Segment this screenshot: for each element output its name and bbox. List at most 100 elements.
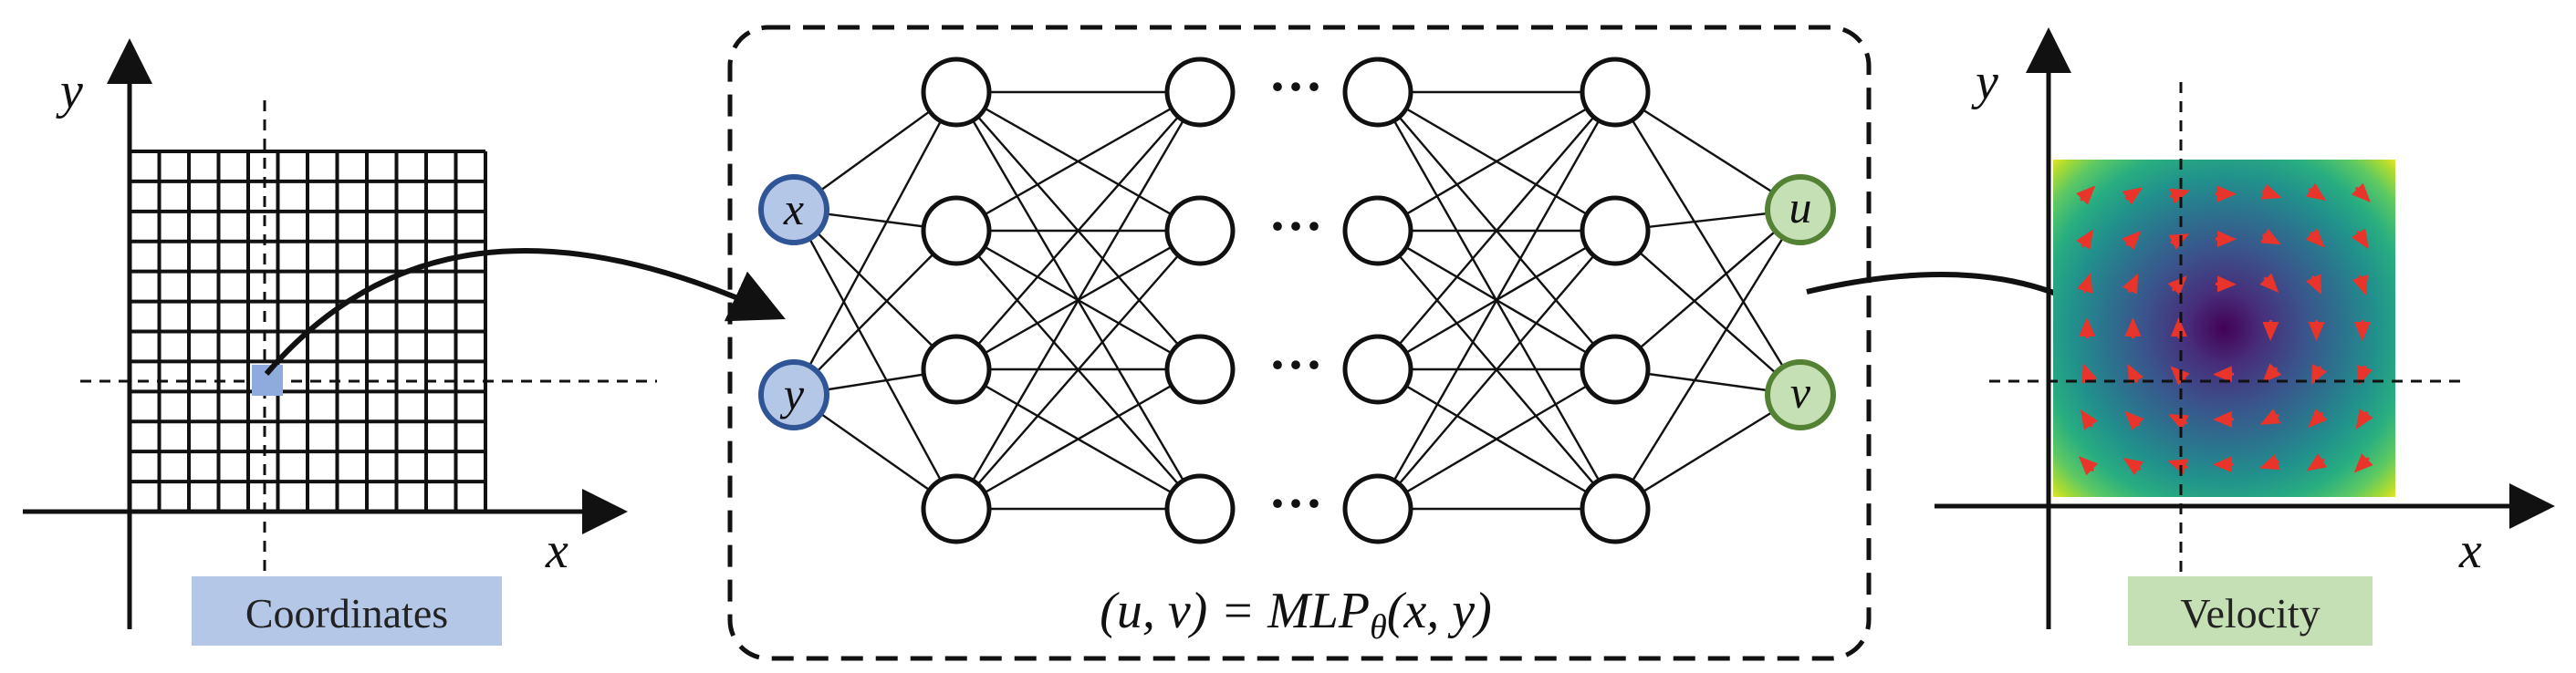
network-edge bbox=[793, 230, 957, 396]
output-node-label: v bbox=[1790, 367, 1811, 418]
hidden-node bbox=[1580, 57, 1651, 128]
input-node-label: x bbox=[783, 183, 804, 234]
velocity-arrow bbox=[2122, 187, 2143, 205]
network-edge bbox=[793, 209, 957, 370]
input-arrow bbox=[264, 248, 786, 376]
velocity-arrow bbox=[2168, 414, 2189, 430]
network-nodes: x y u v bbox=[758, 57, 1836, 544]
velocity-arrow bbox=[2170, 366, 2190, 386]
hidden-node bbox=[1342, 334, 1413, 405]
network-edge bbox=[792, 209, 958, 510]
velocity-arrow bbox=[2259, 273, 2279, 294]
network-edge bbox=[955, 91, 1201, 370]
hidden-node bbox=[1342, 57, 1413, 128]
network-edge bbox=[792, 91, 958, 396]
velocity-arrow bbox=[2351, 228, 2369, 250]
velocity-caption: Velocity bbox=[2180, 590, 2320, 637]
output-node-label: u bbox=[1789, 181, 1812, 233]
velocity-arrow bbox=[2077, 273, 2093, 294]
left-y-axis-label: y bbox=[56, 63, 83, 119]
velocity-arrow bbox=[2258, 454, 2280, 471]
network-edges bbox=[792, 90, 1802, 511]
network-edge bbox=[954, 91, 1202, 510]
velocity-arrow bbox=[2127, 363, 2144, 385]
network-edge bbox=[1377, 230, 1616, 510]
network-edge bbox=[955, 90, 1201, 233]
ellipsis-row-4: ··· bbox=[1268, 473, 1323, 533]
velocity-arrow bbox=[2078, 456, 2099, 476]
ellipsis-row-3: ··· bbox=[1268, 335, 1323, 395]
network-edge bbox=[1613, 209, 1802, 510]
velocity-field-arrows bbox=[2076, 182, 2373, 476]
velocity-panel: y x Velocity bbox=[1935, 27, 2555, 646]
velocity-arrow bbox=[2305, 182, 2327, 202]
velocity-arrow bbox=[2076, 185, 2096, 205]
network-edge bbox=[1613, 91, 1802, 396]
hidden-node bbox=[1164, 473, 1236, 544]
velocity-arrow bbox=[2351, 182, 2371, 203]
velocity-arrow bbox=[2306, 453, 2328, 471]
velocity-arrow bbox=[2352, 274, 2369, 295]
network-formula: (u, v) = MLPθ(x, y) bbox=[1100, 583, 1492, 647]
velocity-arrow bbox=[2122, 230, 2142, 251]
hidden-node bbox=[1580, 473, 1651, 544]
network-edge bbox=[1614, 209, 1801, 370]
velocity-arrow bbox=[2124, 410, 2144, 430]
hidden-node bbox=[921, 473, 992, 544]
hidden-node bbox=[1164, 195, 1236, 266]
velocity-arrow bbox=[2308, 408, 2328, 429]
hidden-node bbox=[921, 57, 992, 128]
velocity-arrow bbox=[2353, 453, 2373, 473]
hidden-node bbox=[1164, 334, 1236, 405]
input-node-label: y bbox=[779, 368, 805, 419]
velocity-arrow bbox=[2259, 409, 2281, 425]
network-edge bbox=[1377, 91, 1616, 370]
output-node-v bbox=[1765, 359, 1836, 430]
velocity-arrow bbox=[2306, 274, 2322, 295]
velocity-arrow bbox=[2305, 228, 2325, 248]
network-edge bbox=[1376, 91, 1617, 510]
right-x-axis-label: x bbox=[2458, 523, 2482, 579]
velocity-arrow bbox=[2076, 229, 2094, 250]
velocity-arrow bbox=[2168, 233, 2190, 250]
formula-rhs: (x, y) bbox=[1387, 583, 1492, 639]
network-edge bbox=[1377, 90, 1616, 233]
coordinates-caption: Coordinates bbox=[245, 590, 448, 637]
network-dashed-frame bbox=[727, 25, 1872, 661]
left-x-axis-label: x bbox=[545, 523, 568, 579]
ellipsis-row-1: ··· bbox=[1268, 57, 1323, 117]
hidden-node bbox=[921, 195, 992, 266]
hidden-node bbox=[1580, 334, 1651, 405]
velocity-arrow bbox=[2122, 458, 2144, 476]
velocity-arrow bbox=[2310, 364, 2328, 386]
network-edge bbox=[955, 368, 1201, 511]
velocity-arrow bbox=[2167, 275, 2187, 295]
velocity-arrow bbox=[2260, 228, 2281, 245]
formula-lhs: (u, v) = MLP bbox=[1100, 583, 1370, 639]
velocity-arrow bbox=[2355, 409, 2373, 430]
coordinates-caption-box bbox=[192, 576, 502, 646]
hidden-node bbox=[921, 334, 992, 405]
right-y-axis-label: y bbox=[1971, 54, 1998, 110]
network-panel: x y u v ··· ··· ··· ··· (u, v) = MLPθ(x, y) bbox=[727, 25, 1872, 661]
formula-subscript: θ bbox=[1370, 608, 1387, 647]
network-edge bbox=[1614, 230, 1801, 396]
coordinates-panel: y x Coordinates bbox=[23, 38, 657, 646]
hidden-node bbox=[1342, 473, 1413, 544]
input-node-x bbox=[758, 174, 829, 245]
network-edge bbox=[1377, 368, 1616, 511]
velocity-arrow bbox=[2262, 363, 2282, 383]
hidden-node bbox=[1164, 57, 1236, 128]
network-edge bbox=[955, 230, 1201, 510]
output-node-u bbox=[1765, 174, 1836, 245]
input-node-y bbox=[758, 359, 829, 430]
velocity-arrow bbox=[2080, 409, 2099, 430]
ellipsis-row-2: ··· bbox=[1268, 196, 1323, 256]
velocity-field-heatmap bbox=[2053, 160, 2395, 497]
hidden-node bbox=[1580, 195, 1651, 266]
velocity-arrow bbox=[2167, 459, 2189, 475]
hidden-node bbox=[1342, 195, 1413, 266]
network-edge bbox=[1614, 90, 1801, 212]
network-edge bbox=[1614, 393, 1801, 511]
